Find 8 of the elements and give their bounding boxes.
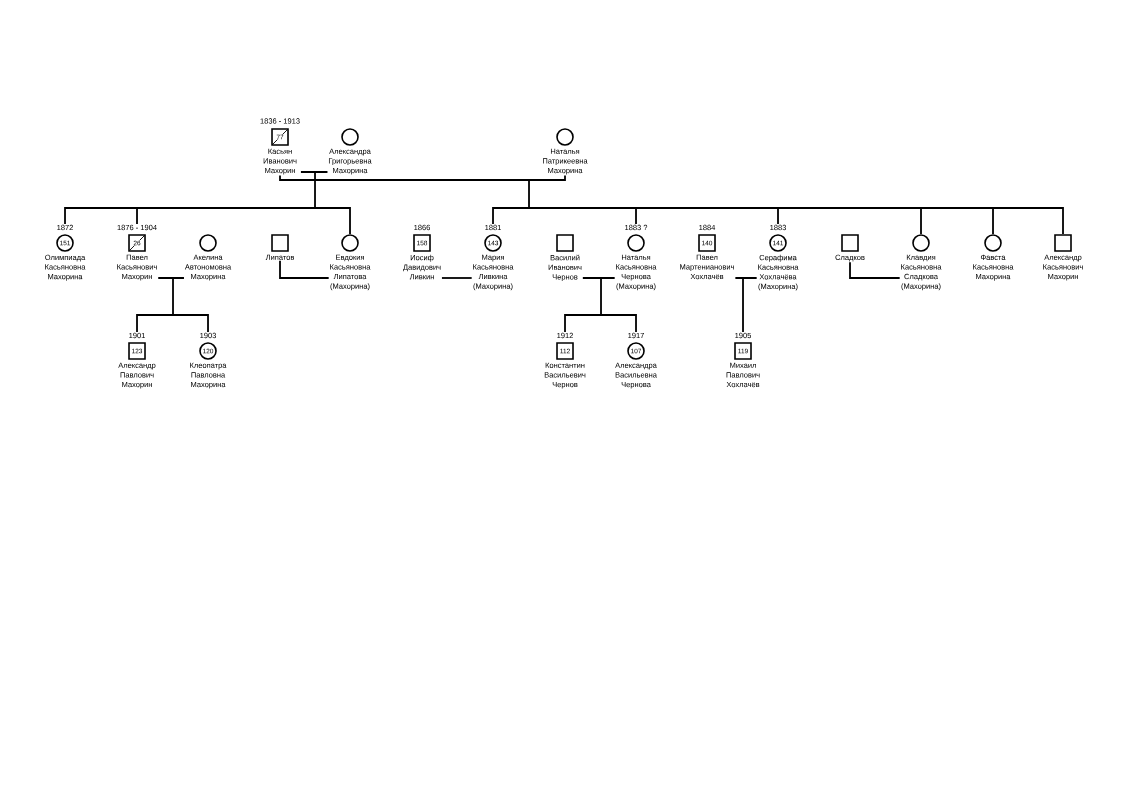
family-line [734,277,758,333]
marriage-line [279,259,330,279]
marriage-line [441,277,473,279]
family-line [136,277,209,333]
marriage-line [849,261,901,279]
family-line [64,171,351,235]
family-line [564,277,637,333]
family-line [279,174,1064,235]
